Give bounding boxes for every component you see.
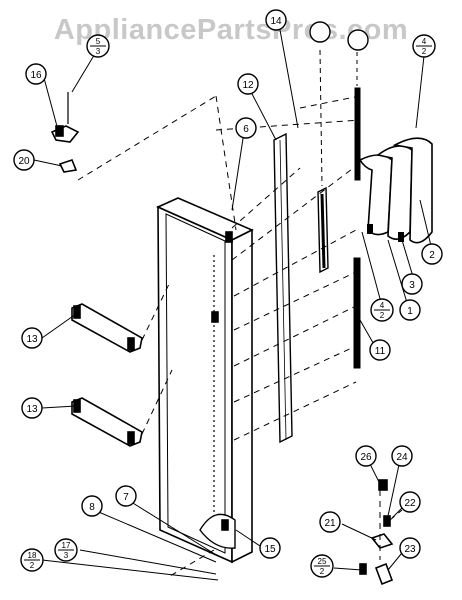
callout-11: 11 bbox=[369, 339, 391, 361]
svg-text:6: 6 bbox=[243, 124, 249, 135]
svg-text:3: 3 bbox=[409, 280, 415, 291]
callout-17-3: 17 3 bbox=[54, 538, 78, 562]
callout-2: 2 bbox=[421, 243, 443, 265]
svg-text:21: 21 bbox=[324, 518, 336, 529]
fraction-callouts: 5 3 4 2 4 2 17 3 18 2 25 2 bbox=[20, 34, 436, 578]
svg-text:4: 4 bbox=[380, 301, 385, 310]
svg-text:2: 2 bbox=[429, 250, 435, 261]
door-panel bbox=[156, 197, 254, 564]
svg-text:12: 12 bbox=[242, 80, 254, 91]
callout-13b: 13 bbox=[21, 397, 43, 419]
svg-text:25: 25 bbox=[318, 557, 327, 566]
svg-text:4: 4 bbox=[422, 37, 427, 46]
svg-text:14: 14 bbox=[270, 16, 282, 27]
svg-text:1: 1 bbox=[407, 306, 413, 317]
callout-1: 1 bbox=[399, 299, 421, 321]
svg-text:11: 11 bbox=[375, 346, 386, 357]
svg-text:5: 5 bbox=[96, 37, 101, 46]
svg-text:2: 2 bbox=[422, 47, 427, 56]
assembly-lines bbox=[77, 95, 403, 577]
svg-text:17: 17 bbox=[62, 541, 71, 550]
callout-5-3: 5 3 bbox=[86, 34, 110, 58]
svg-text:8: 8 bbox=[89, 502, 95, 513]
shelf-rail bbox=[273, 132, 293, 444]
door-handles bbox=[358, 137, 433, 244]
callout-20: 20 bbox=[13, 149, 35, 171]
svg-text:16: 16 bbox=[30, 70, 42, 81]
callout-10 bbox=[309, 21, 331, 43]
callout-18-2: 18 2 bbox=[20, 548, 44, 572]
callout-4-2-top: 4 2 bbox=[412, 34, 436, 58]
svg-text:13: 13 bbox=[26, 404, 38, 415]
svg-text:13: 13 bbox=[26, 334, 38, 345]
callout-16: 16 bbox=[25, 63, 47, 85]
callout-25-2: 25 2 bbox=[310, 554, 334, 578]
gasket-strips bbox=[353, 52, 361, 369]
callout-21: 21 bbox=[319, 511, 341, 533]
door-brackets bbox=[71, 303, 143, 447]
callout-3: 3 bbox=[401, 273, 423, 295]
svg-text:15: 15 bbox=[264, 544, 276, 555]
callout-12: 12 bbox=[237, 73, 259, 95]
svg-text:3: 3 bbox=[64, 551, 69, 560]
callout-24: 24 bbox=[391, 445, 413, 467]
callout-15: 15 bbox=[259, 537, 281, 559]
svg-text:26: 26 bbox=[360, 452, 372, 463]
callout-9 bbox=[347, 29, 369, 51]
svg-text:2: 2 bbox=[320, 567, 325, 576]
callouts: 16 20 14 12 6 13 13 2 3 1 11 8 7 15 26 2… bbox=[13, 9, 443, 559]
callout-6: 6 bbox=[235, 117, 257, 139]
svg-text:2: 2 bbox=[30, 561, 35, 570]
callout-8: 8 bbox=[81, 495, 103, 517]
handle-strip bbox=[317, 49, 329, 274]
callout-14: 14 bbox=[265, 9, 287, 31]
callout-7: 7 bbox=[115, 485, 137, 507]
svg-text:7: 7 bbox=[123, 492, 129, 503]
callout-23: 23 bbox=[399, 537, 421, 559]
callout-22: 22 bbox=[399, 491, 421, 513]
svg-text:24: 24 bbox=[396, 452, 408, 463]
svg-text:18: 18 bbox=[28, 551, 37, 560]
callout-13a: 13 bbox=[21, 327, 43, 349]
top-hinge-parts bbox=[50, 92, 80, 173]
callout-4-2-mid: 4 2 bbox=[370, 298, 394, 322]
svg-text:22: 22 bbox=[404, 498, 416, 509]
svg-text:23: 23 bbox=[404, 544, 416, 555]
svg-text:20: 20 bbox=[18, 156, 30, 167]
svg-text:2: 2 bbox=[380, 311, 385, 320]
callout-26: 26 bbox=[355, 445, 377, 467]
bottom-hinge-parts bbox=[359, 479, 394, 586]
svg-text:3: 3 bbox=[96, 47, 101, 56]
